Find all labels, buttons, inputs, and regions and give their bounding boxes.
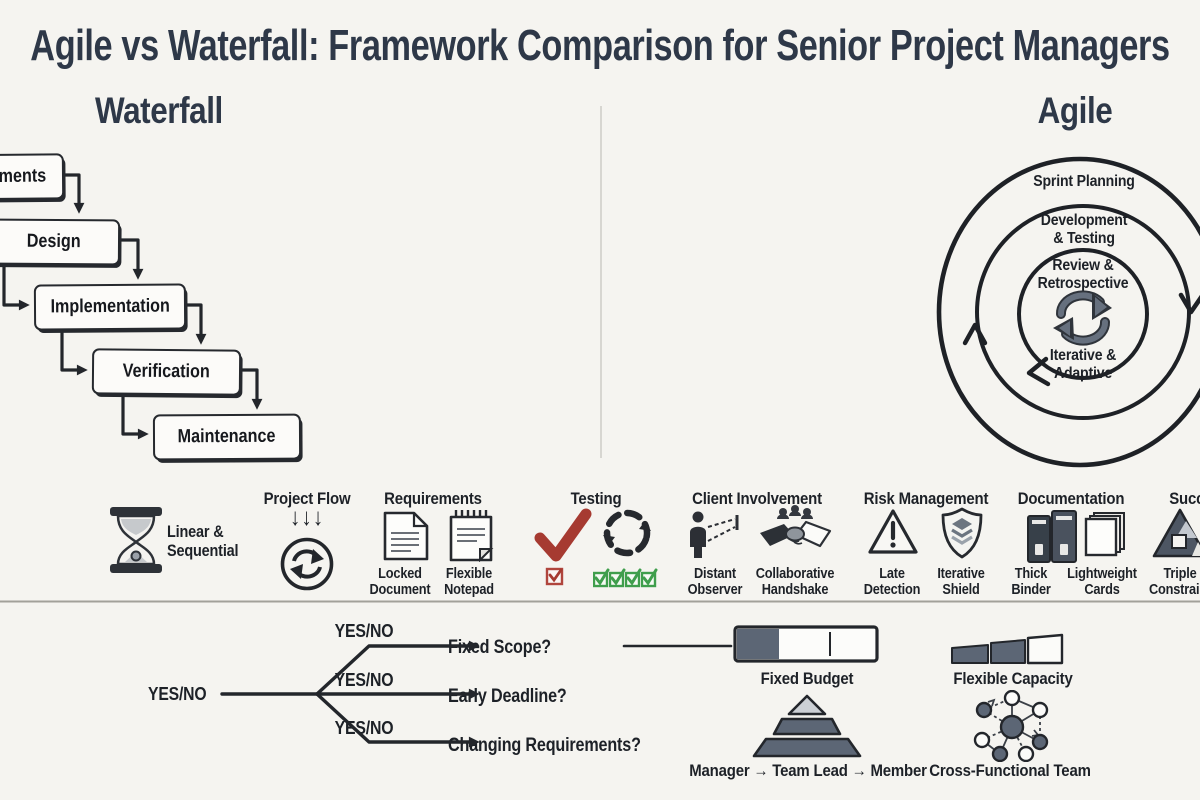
late-detection-label: Late Detection bbox=[863, 566, 921, 599]
green-checkbox-icon bbox=[641, 568, 658, 588]
column-header-testing: Testing bbox=[570, 489, 622, 508]
waterfall-heading: Waterfall bbox=[95, 90, 223, 131]
red-checkmark-icon bbox=[534, 508, 592, 562]
down-arrows-icon: ↓↓↓ bbox=[289, 504, 325, 531]
green-checkbox-icon bbox=[625, 568, 642, 588]
distant-observer-label: Distant Observer bbox=[687, 566, 743, 599]
column-header-requirements: Requirements bbox=[384, 489, 482, 508]
page-title: Agile vs Waterfall: Framework Comparison… bbox=[30, 21, 1170, 70]
question-changing-requirements: Changing Requirements? bbox=[448, 735, 641, 756]
handshake-icon bbox=[760, 505, 832, 548]
waterfall-stage-maintenance: Maintenance bbox=[152, 413, 302, 461]
collaborative-handshake-label: Collaborative Handshake bbox=[755, 566, 835, 599]
column-header-project-flow: Project Flow bbox=[263, 489, 351, 508]
warning-triangle-icon bbox=[868, 509, 918, 554]
flexible-notepad-label: Flexible Notepad bbox=[444, 566, 494, 599]
green-checkbox-icon bbox=[609, 568, 626, 588]
agile-ring-label-review-retrospective: Review & Retrospective bbox=[1037, 257, 1129, 292]
branch-label-1: YES/NO bbox=[334, 621, 394, 641]
column-header-risk-management: Risk Management bbox=[863, 489, 989, 508]
distant-observer-icon bbox=[690, 511, 739, 558]
green-checkbox-icon bbox=[593, 568, 610, 588]
capacity-steps-icon bbox=[951, 633, 1064, 665]
network-icon bbox=[973, 690, 1049, 762]
waterfall-arrows bbox=[2, 173, 263, 440]
agile-ring-label-sprint-planning: Sprint Planning bbox=[1033, 173, 1135, 190]
agile-heading: Agile bbox=[1037, 90, 1113, 131]
linear-sequential-label: Linear & Sequential bbox=[167, 522, 239, 561]
layered-shield-icon bbox=[941, 507, 983, 559]
locked-document-icon bbox=[383, 511, 429, 561]
red-checkbox-icon bbox=[545, 567, 564, 586]
agile-rings bbox=[936, 156, 1200, 468]
waterfall-stage-implementation: Implementation bbox=[33, 283, 187, 331]
cycle-arrows-icon bbox=[603, 509, 651, 557]
refresh-cycle-icon bbox=[1053, 290, 1112, 346]
waterfall-stage-requirements: Requirements bbox=[0, 153, 65, 201]
cycle-circle-icon bbox=[280, 537, 334, 591]
iterative-shield-label: Iterative Shield bbox=[937, 566, 985, 599]
lightweight-cards-label: Lightweight Cards bbox=[1067, 566, 1137, 599]
column-header-success: Success bbox=[1169, 489, 1200, 508]
flexible-capacity-label: Flexible Capacity bbox=[953, 669, 1073, 688]
agile-ring-label-development-testing: Development & Testing bbox=[1040, 212, 1128, 247]
column-header-documentation: Documentation bbox=[1017, 489, 1125, 508]
hierarchy-label: Manager → Team Lead → Member bbox=[689, 761, 927, 780]
thick-binder-icon bbox=[1027, 510, 1077, 563]
column-header-client-involvement: Client Involvement bbox=[692, 489, 822, 508]
decision-tree-lines bbox=[220, 640, 733, 748]
pyramid-icon bbox=[752, 694, 862, 758]
locked-document-label: Locked Document bbox=[369, 566, 431, 599]
thick-binder-label: Thick Binder bbox=[1011, 566, 1051, 599]
cross-functional-label: Cross-Functional Team bbox=[929, 761, 1091, 780]
fixed-budget-label: Fixed Budget bbox=[760, 669, 854, 688]
waterfall-stage-verification: Verification bbox=[91, 348, 242, 396]
section-dividers bbox=[0, 106, 1200, 603]
hourglass-icon bbox=[110, 507, 162, 573]
flexible-notepad-icon bbox=[449, 510, 494, 562]
branch-label-2: YES/NO bbox=[334, 670, 394, 690]
triple-constraint-label: Triple Constraint bbox=[1148, 566, 1200, 599]
lightweight-cards-icon bbox=[1084, 512, 1125, 557]
triple-constraint-triangle-icon bbox=[1152, 508, 1200, 558]
decision-root-label: YES/NO bbox=[148, 683, 207, 704]
waterfall-stage-design: Design bbox=[0, 218, 121, 266]
budget-bar-icon bbox=[733, 625, 879, 663]
